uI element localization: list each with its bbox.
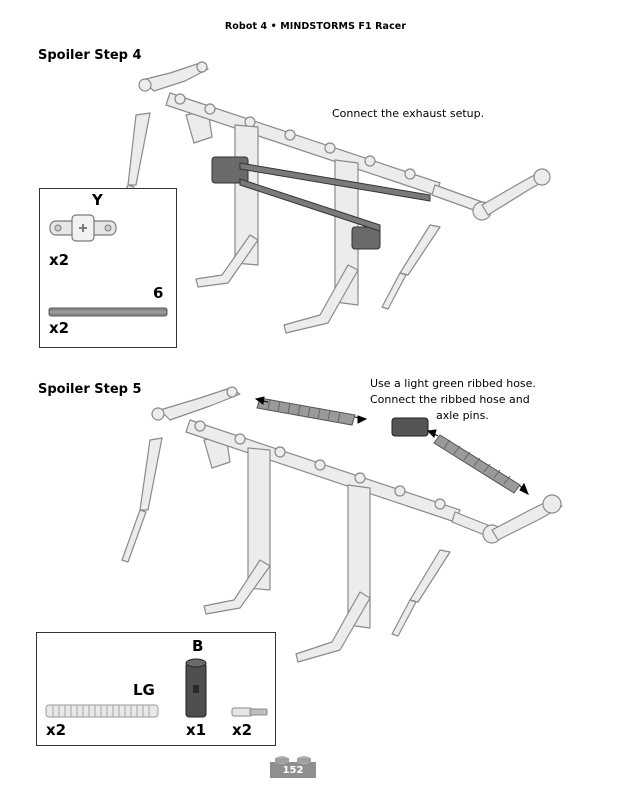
step4-title: Spoiler Step 4	[38, 48, 142, 63]
step5-instruction-line2: Connect the ribbed hose and	[370, 393, 530, 406]
page-number: 152	[282, 765, 304, 776]
step4-part-label-6: 6	[153, 284, 164, 302]
ribbed-hose-icon	[45, 704, 159, 718]
step5-part-qty-pin: x2	[232, 721, 253, 739]
step5-instruction-line1: Use a light green ribbed hose.	[370, 377, 536, 390]
step4-parts-box: Y x2 6 x2	[39, 188, 177, 348]
step4-instruction: Connect the exhaust setup.	[332, 107, 485, 120]
page-number-brick-icon	[270, 756, 316, 778]
step5-title: Spoiler Step 5	[38, 382, 142, 397]
step4-part-label-y: Y	[92, 191, 103, 209]
axle-6-icon	[48, 307, 168, 317]
step5-part-label-lg: LG	[133, 681, 155, 699]
step5-part-qty-lg: x2	[46, 721, 67, 739]
axle-pin-icon	[231, 707, 268, 717]
page-header-title: Robot 4 • MINDSTORMS F1 Racer	[224, 21, 407, 32]
step5-assembly-illustration	[121, 386, 563, 663]
step5-parts-box: LG x2 B x1 x2	[36, 632, 276, 746]
step5-instruction-line3: axle pins.	[436, 409, 489, 422]
step4-part-qty-6: x2	[49, 319, 70, 337]
step5-part-qty-b: x1	[186, 721, 207, 739]
axle-joiner-b-icon	[185, 658, 207, 718]
step4-part-qty-y: x2	[49, 251, 70, 269]
step5-part-label-b: B	[192, 637, 204, 655]
cross-block-y-icon	[49, 214, 117, 242]
